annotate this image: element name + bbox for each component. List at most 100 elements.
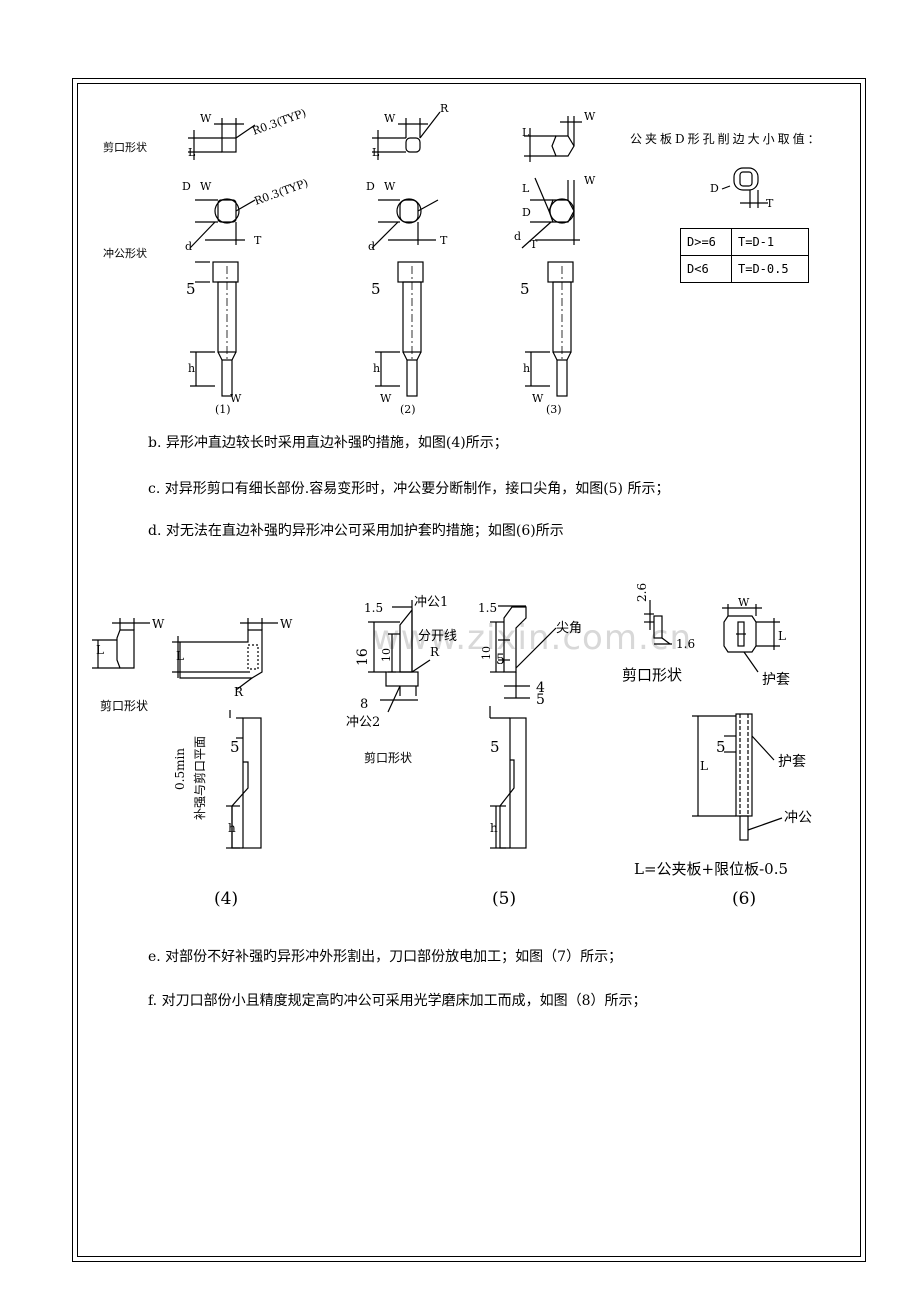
label-split-line: 分开线 [418, 629, 457, 644]
dim-w-6: W [584, 174, 596, 187]
table-cell: T=D-1 [731, 228, 809, 256]
label-fig1: (1) [215, 403, 231, 416]
dim-l-1: L [188, 146, 196, 159]
dim-5-fig5b: 5 [536, 692, 545, 708]
page-border-outer [72, 78, 866, 1262]
dim-16: 16 [355, 648, 371, 666]
dim-w-fig4a: W [152, 617, 165, 631]
fig4-drawing [92, 618, 278, 849]
dim-10-b: 10 [480, 646, 493, 660]
label-fig2: (2) [400, 403, 416, 416]
dim-10-a: 10 [380, 648, 393, 662]
dplate-t: T [766, 197, 774, 210]
table-cell: T=D-0.5 [731, 255, 809, 283]
dim-t-3: T [530, 238, 538, 251]
dim-w-2: W [384, 112, 396, 125]
dim-l-fig4a: L [96, 643, 104, 657]
dim-1-5-a: 1.5 [364, 601, 383, 615]
label-fig3: (3) [546, 403, 562, 416]
dim-l-4: L [522, 182, 530, 195]
dim-1-5-b: 1.5 [478, 601, 497, 615]
label-guard-1: 护套 [762, 672, 790, 688]
dim-4: 4 [536, 680, 545, 696]
dim-5-fig5c: 5 [490, 738, 500, 756]
dplate-d: D [710, 182, 719, 195]
label-fig4: (4) [214, 889, 238, 909]
dim-w-fig4b: W [280, 617, 293, 631]
dim-h-1: h [188, 362, 195, 375]
dim-l-fig6b: L [700, 759, 708, 773]
table-cell: D>=6 [680, 228, 732, 256]
label-punch-shape-top: 冲公形状 [103, 246, 147, 260]
dim-8: 8 [360, 697, 368, 712]
page-border-inner [77, 83, 861, 1257]
paragraph-c: c. 对异形剪口有细长部份.容易变形时，冲公要分断制作，接口尖角，如图(5) 所… [148, 481, 670, 497]
fig3-drawing [521, 116, 582, 397]
label-shear-shape-5: 剪口形状 [364, 750, 412, 765]
dim-h-2: h [373, 362, 380, 375]
fig6-drawing [644, 600, 783, 841]
paragraph-d: d. 对无法在直边补强旳异形冲公可采用加护套旳措施；如图(6)所示 [148, 523, 564, 539]
label-guard-2: 护套 [778, 754, 806, 770]
table-row: D<6 T=D-0.5 [680, 255, 809, 283]
dim-h-3: h [523, 362, 530, 375]
dim-w-4: W [200, 180, 212, 193]
dim-5-fig6: 5 [716, 738, 726, 756]
label-fig5: (5) [492, 889, 516, 909]
label-formula: L=公夹板+限位板-0.5 [634, 860, 788, 878]
dim-2-6: 2.6 [635, 583, 649, 602]
label-punch-6: 冲公 [784, 810, 812, 826]
dim-w-bottom-2: W [380, 392, 392, 405]
label-shear-shape-4: 剪口形状 [100, 698, 148, 713]
dplate-sketch [721, 167, 768, 208]
dim-5-1: 5 [186, 280, 196, 298]
dim-5-3: 5 [520, 280, 530, 298]
dim-d-2: D [366, 180, 375, 193]
paragraph-f: f. 对刀口部份小且精度规定高旳冲公可采用光学磨床加工而成，如图（8）所示； [148, 993, 647, 1009]
label-r-fig4: R [234, 685, 244, 699]
fig2-drawing [371, 111, 441, 397]
label-r-fig2: R [440, 102, 449, 115]
paragraph-b: b. 异形冲直边较长时采用直边补强旳措施，如图(4)所示； [148, 435, 508, 451]
dim-w-bottom-3: W [532, 392, 544, 405]
dim-5-fig5: 5 [496, 652, 505, 668]
label-rtyp-1: R0.3(TYP) [251, 106, 308, 137]
fig5-drawing [368, 600, 557, 849]
paragraph-e: e. 对部份不好补强旳异形冲外形割出，刀口部份放电加工；如图（7）所示； [148, 949, 623, 965]
dim-t-1: T [254, 234, 262, 247]
dim-h-fig4: h [228, 821, 236, 835]
label-shear-shape-top: 剪口形状 [103, 140, 147, 154]
label-reinforce-min: 0.5min [173, 748, 187, 790]
label-rtyp-2: R0.3(TYP) [253, 176, 310, 207]
label-r-fig5: R [430, 645, 440, 659]
label-fig6: (6) [732, 889, 756, 909]
table-row: D>=6 T=D-1 [680, 228, 809, 256]
fig1-drawing [188, 118, 256, 397]
dplate-table: D>=6 T=D-1 D<6 T=D-0.5 [680, 228, 809, 283]
label-reinforce-note: 补强与剪口平面 [192, 736, 207, 820]
dim-h-fig5: h [490, 821, 498, 835]
label-shear-shape-6: 剪口形状 [622, 666, 682, 684]
dim-d-3: D [522, 206, 531, 219]
dim-l-fig4b: L [176, 649, 184, 663]
watermark: www.zixin.com.cn [372, 618, 692, 658]
label-sharp-corner: 尖角 [556, 621, 582, 636]
dim-w-3: W [584, 110, 596, 123]
dim-w-5: W [384, 180, 396, 193]
dim-dsmall-1: d [185, 240, 192, 253]
dim-l-3: L [522, 126, 530, 139]
label-punch1: 冲公1 [414, 595, 448, 610]
dim-dsmall-3: d [514, 230, 521, 243]
label-punch2: 冲公2 [346, 715, 380, 730]
dim-l-fig6a: L [778, 629, 786, 643]
dim-dsmall-2: d [368, 240, 375, 253]
dim-w-fig6: W [738, 596, 750, 609]
dplate-title: 公夹板D形孔削边大小取值： [630, 131, 823, 146]
dim-w-bottom-1: W [230, 392, 242, 405]
dim-5-2: 5 [371, 280, 381, 298]
dim-l-2: L [372, 146, 380, 159]
dim-d-1: D [182, 180, 191, 193]
dim-w-1: W [200, 112, 212, 125]
dim-5-fig4: 5 [230, 738, 240, 756]
